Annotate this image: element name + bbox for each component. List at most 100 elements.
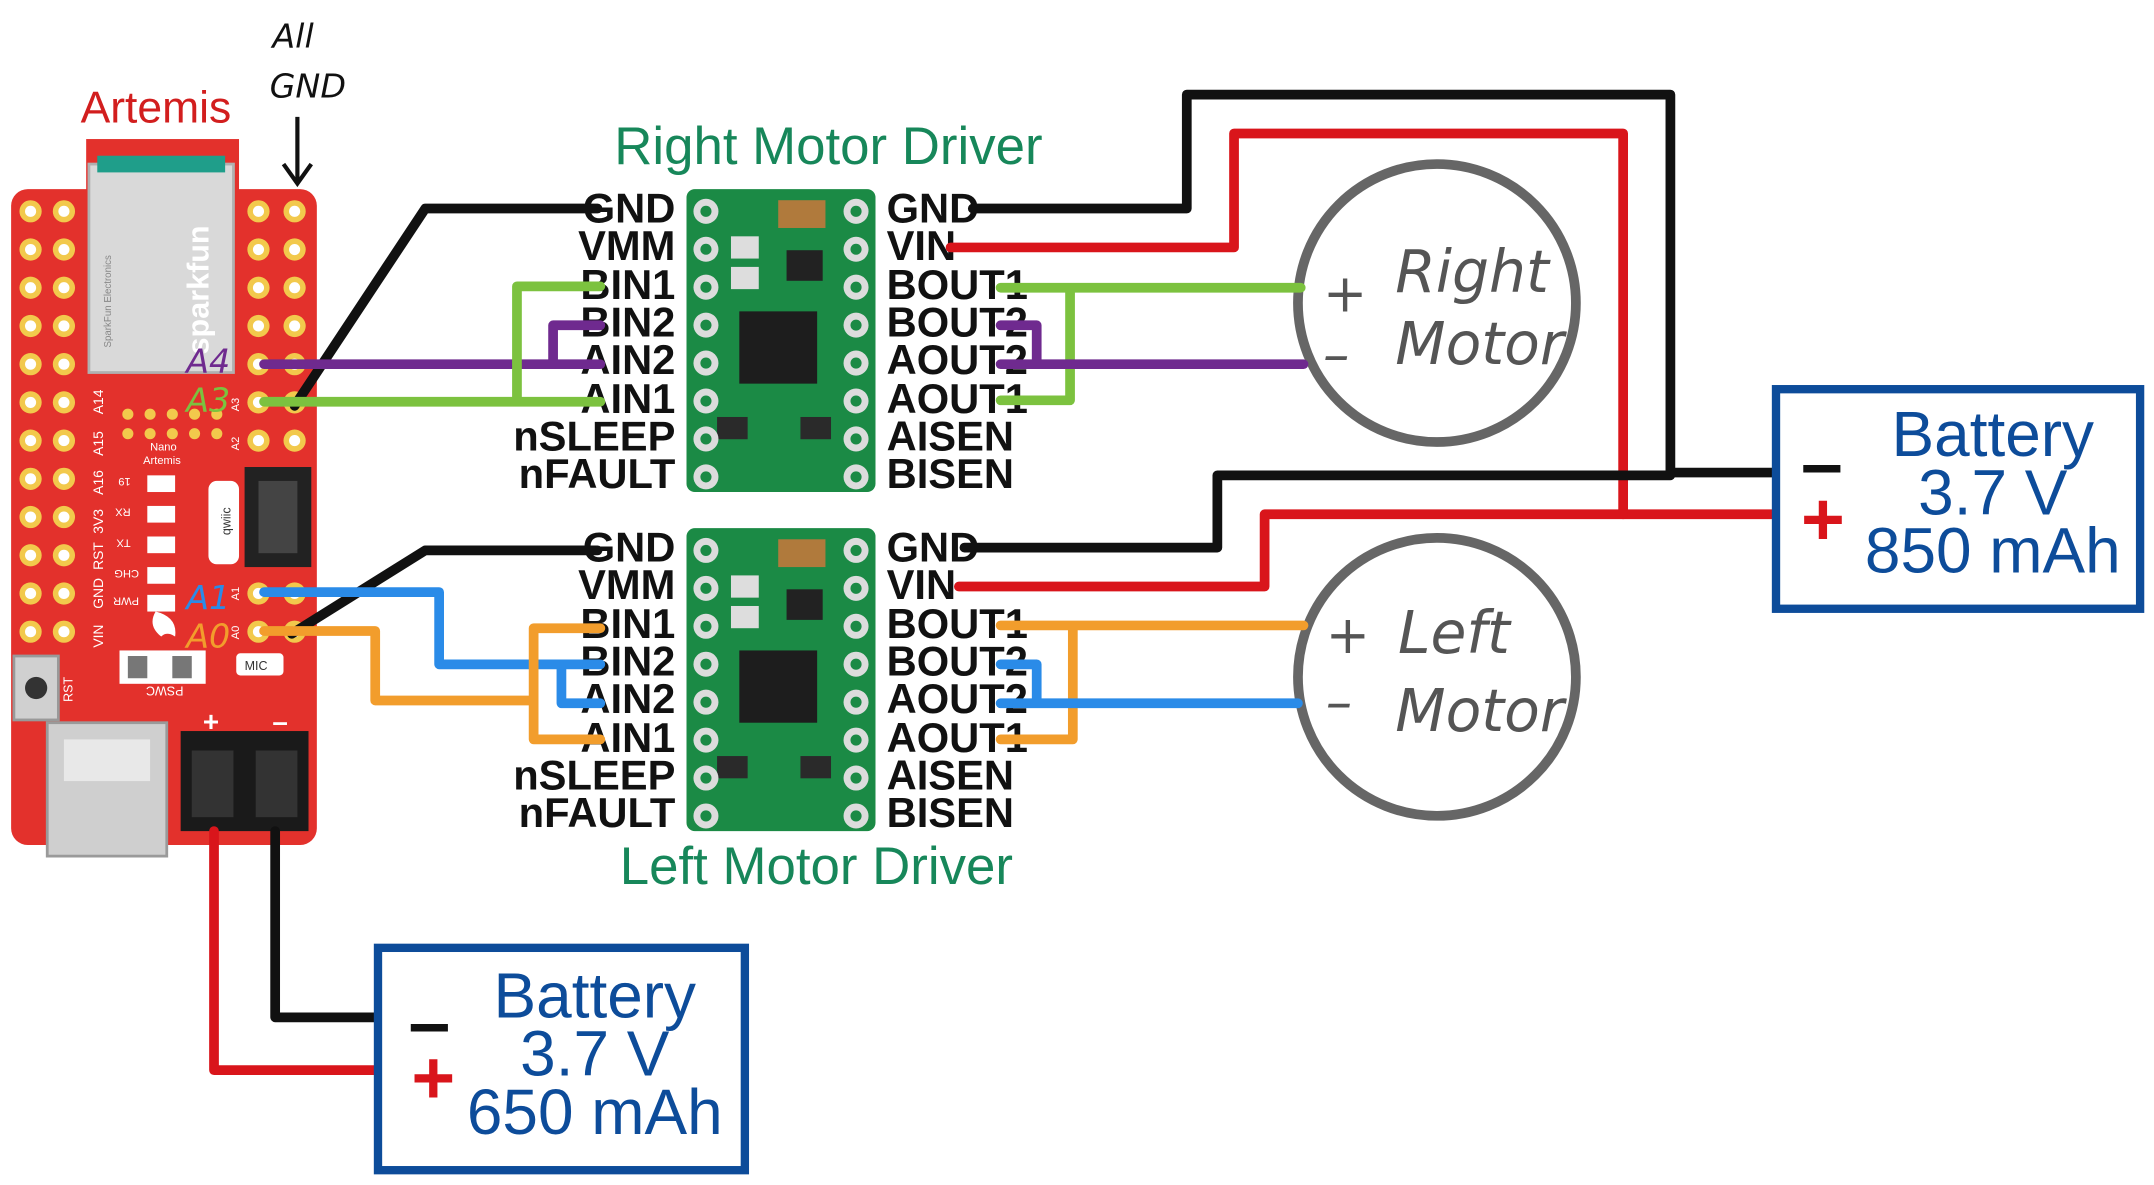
rd-pin-bisen: BISEN bbox=[887, 450, 1014, 497]
rd-pin-nsleep: nSLEEP bbox=[513, 412, 675, 459]
driver-pin-pad-hole bbox=[850, 357, 862, 369]
header-hole-center bbox=[252, 320, 265, 332]
header-hole-center bbox=[25, 587, 37, 600]
wires bbox=[209, 89, 1779, 1075]
header-hole-center bbox=[289, 320, 301, 332]
artemis-pin-a3: A3 bbox=[184, 380, 230, 419]
battery-right-line2: 3.7 V bbox=[1918, 456, 2068, 528]
silk-chg: CHG bbox=[114, 567, 139, 579]
driver-pin-pad-hole bbox=[700, 205, 712, 217]
battery-right-box bbox=[1771, 385, 2145, 613]
battery-left-line2: 3.7 V bbox=[520, 1018, 670, 1090]
driver-pin-pad-hole bbox=[850, 471, 862, 483]
wire-black-bottom-battery bbox=[270, 826, 381, 1023]
artemis-board: sparkfun SparkFun Electronics qwiic A14 … bbox=[11, 139, 317, 858]
silk-artemis: Artemis bbox=[143, 455, 181, 467]
silk-a1: A1 bbox=[230, 587, 242, 601]
driver-pin-pad-hole bbox=[850, 433, 862, 445]
silk-3v3: 3V3 bbox=[90, 509, 106, 534]
driver-pin-pad-hole bbox=[700, 433, 712, 445]
battery-left-line3: 650 mAh bbox=[467, 1076, 723, 1148]
right-motor-minus: – bbox=[1323, 325, 1349, 386]
battery-right-minus: – bbox=[1801, 421, 1843, 505]
header-hole-center bbox=[25, 473, 37, 485]
battery-left-line1: Battery bbox=[494, 959, 696, 1031]
driver-pin-pad-hole bbox=[700, 696, 712, 708]
header-hole-center bbox=[25, 396, 37, 408]
right-motor: + – Right Motor bbox=[1293, 159, 1581, 447]
driver-pin-pad-hole bbox=[700, 582, 712, 594]
ld-pin-vmm: VMM bbox=[578, 561, 675, 608]
header-hole-center bbox=[25, 320, 37, 332]
artemis-antenna bbox=[97, 155, 226, 173]
rd-pin-vmm: VMM bbox=[578, 222, 675, 269]
right-driver-board bbox=[686, 189, 876, 493]
left-motor-body bbox=[1293, 533, 1581, 821]
artemis-pin-a0: A0 bbox=[184, 617, 230, 656]
qwiic-label: qwiic bbox=[220, 507, 234, 535]
header-hole-center bbox=[58, 473, 70, 485]
wire-red-bottom-battery bbox=[209, 826, 381, 1075]
wire-green-right-motor bbox=[995, 282, 1306, 406]
sparkfun-logo-text: sparkfun bbox=[181, 225, 215, 354]
header-hole-center bbox=[58, 435, 70, 447]
silk-a2: A2 bbox=[230, 437, 242, 451]
module-fine-print: SparkFun Electronics bbox=[103, 255, 114, 348]
driver-pin-pad-hole bbox=[700, 734, 712, 746]
header-hole-center bbox=[25, 549, 37, 561]
header-hole-center bbox=[25, 435, 37, 447]
silk-vin: VIN bbox=[90, 625, 106, 648]
header-hole-center bbox=[58, 626, 70, 638]
driver-pin-pad-hole bbox=[850, 810, 862, 822]
rd-pin-gnd-out: GND bbox=[887, 184, 980, 231]
driver-pin-pad-hole bbox=[700, 281, 712, 293]
left-driver-left-pins: GND VMM BIN1 BIN2 AIN2 AIN1 nSLEEP nFAUL… bbox=[513, 524, 676, 836]
header-hole-center bbox=[289, 282, 301, 294]
header-hole-center bbox=[58, 396, 70, 408]
artemis-title: Artemis bbox=[81, 83, 232, 132]
silk-a16: A16 bbox=[90, 470, 106, 495]
wire-orange-a0 bbox=[259, 623, 606, 745]
wire-purple-right-motor bbox=[995, 320, 1309, 370]
silk-a3: A3 bbox=[230, 398, 242, 412]
silk-nano: Nano bbox=[150, 441, 177, 453]
header-hole-center bbox=[58, 282, 70, 294]
silk-gnd: GND bbox=[90, 578, 106, 609]
right-driver-right-pins: GND VIN BOUT1 BOUT2 AOUT2 AOUT1 AISEN BI… bbox=[887, 184, 1028, 496]
silk-a0: A0 bbox=[230, 626, 242, 640]
left-motor-plus: + bbox=[1326, 605, 1370, 666]
artemis-pin-a4: A4 bbox=[184, 342, 230, 381]
silk-pswc: PSWC bbox=[146, 684, 183, 698]
rd-pin-vin: VIN bbox=[887, 222, 957, 269]
header-hole-center bbox=[25, 358, 37, 370]
right-motor-plus: + bbox=[1323, 263, 1367, 324]
header-hole-center bbox=[289, 243, 301, 256]
wire-red-ld-vin bbox=[954, 509, 1629, 592]
driver-pin-pad-hole bbox=[700, 471, 712, 483]
silk-a14: A14 bbox=[90, 389, 106, 414]
driver-pin-pad-hole bbox=[850, 620, 862, 632]
header-hole-center bbox=[58, 358, 70, 370]
ld-pin-bisen: BISEN bbox=[887, 789, 1014, 836]
driver-pin-pad-hole bbox=[850, 319, 862, 331]
ld-pin-nsleep: nSLEEP bbox=[513, 751, 675, 798]
silk-rst-button: RST bbox=[61, 677, 75, 702]
driver-pin-pad-hole bbox=[700, 658, 712, 670]
left-motor-line1: Left bbox=[1398, 599, 1512, 667]
battery-right: – + Battery 3.7 V 850 mAh bbox=[1771, 385, 2145, 613]
artemis-module bbox=[87, 162, 235, 374]
driver-pin-pad-hole bbox=[700, 395, 712, 407]
connector-minus: – bbox=[272, 706, 287, 737]
wire-orange-left-motor bbox=[995, 620, 1309, 745]
driver-pin-pad-hole bbox=[700, 772, 712, 784]
driver-pin-pad-hole bbox=[850, 734, 862, 746]
ld-pin-vin: VIN bbox=[887, 561, 957, 608]
driver-pin-pad-hole bbox=[700, 319, 712, 331]
silk-a15: A15 bbox=[90, 431, 106, 456]
header-hole-center bbox=[58, 511, 70, 523]
right-motor-body bbox=[1293, 159, 1581, 447]
wire-right-gnd bbox=[289, 203, 603, 411]
driver-pin-pad-hole bbox=[700, 243, 712, 255]
header-hole-center bbox=[25, 511, 37, 523]
battery-left-plus: + bbox=[411, 1035, 455, 1119]
